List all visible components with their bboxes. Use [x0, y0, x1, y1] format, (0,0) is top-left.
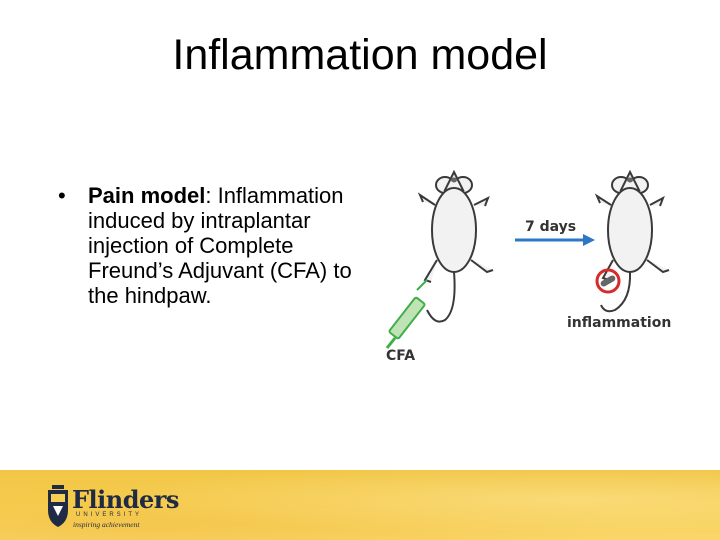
inflammation-figure: CFA 7 days inflammation: [375, 160, 695, 370]
inflammation-marker-circle: [595, 268, 621, 294]
bullet-text: Pain model: Inflammation induced by intr…: [88, 183, 358, 308]
mouse-left-illustration: [417, 169, 494, 323]
cfa-label: CFA: [386, 348, 416, 364]
footer-banner: [0, 470, 720, 540]
logo-name: Flinders: [72, 485, 179, 514]
bullet-list: • Pain model: Inflammation induced by in…: [58, 183, 358, 308]
flinders-logo: Flinders UNIVERSITY inspiring achievemen…: [46, 482, 179, 532]
inflammation-label: inflammation: [567, 315, 672, 331]
syringe-illustration: [385, 279, 428, 349]
logo-subtitle: UNIVERSITY: [76, 512, 143, 518]
mouse-right-illustration: [594, 169, 670, 313]
figure-illustration: [385, 169, 670, 349]
crest-icon: [48, 485, 68, 527]
slide-title: Inflammation model: [172, 31, 548, 79]
arrow-illustration: [515, 234, 595, 246]
bullet-marker: •: [58, 183, 66, 208]
bullet-body: : Inflammation induced by intraplantar i…: [88, 183, 352, 308]
bullet-label: Pain model: [88, 183, 206, 208]
logo-tagline: inspiring achievement: [73, 520, 140, 529]
bullet-item: • Pain model: Inflammation induced by in…: [58, 183, 358, 308]
duration-label: 7 days: [525, 219, 577, 235]
